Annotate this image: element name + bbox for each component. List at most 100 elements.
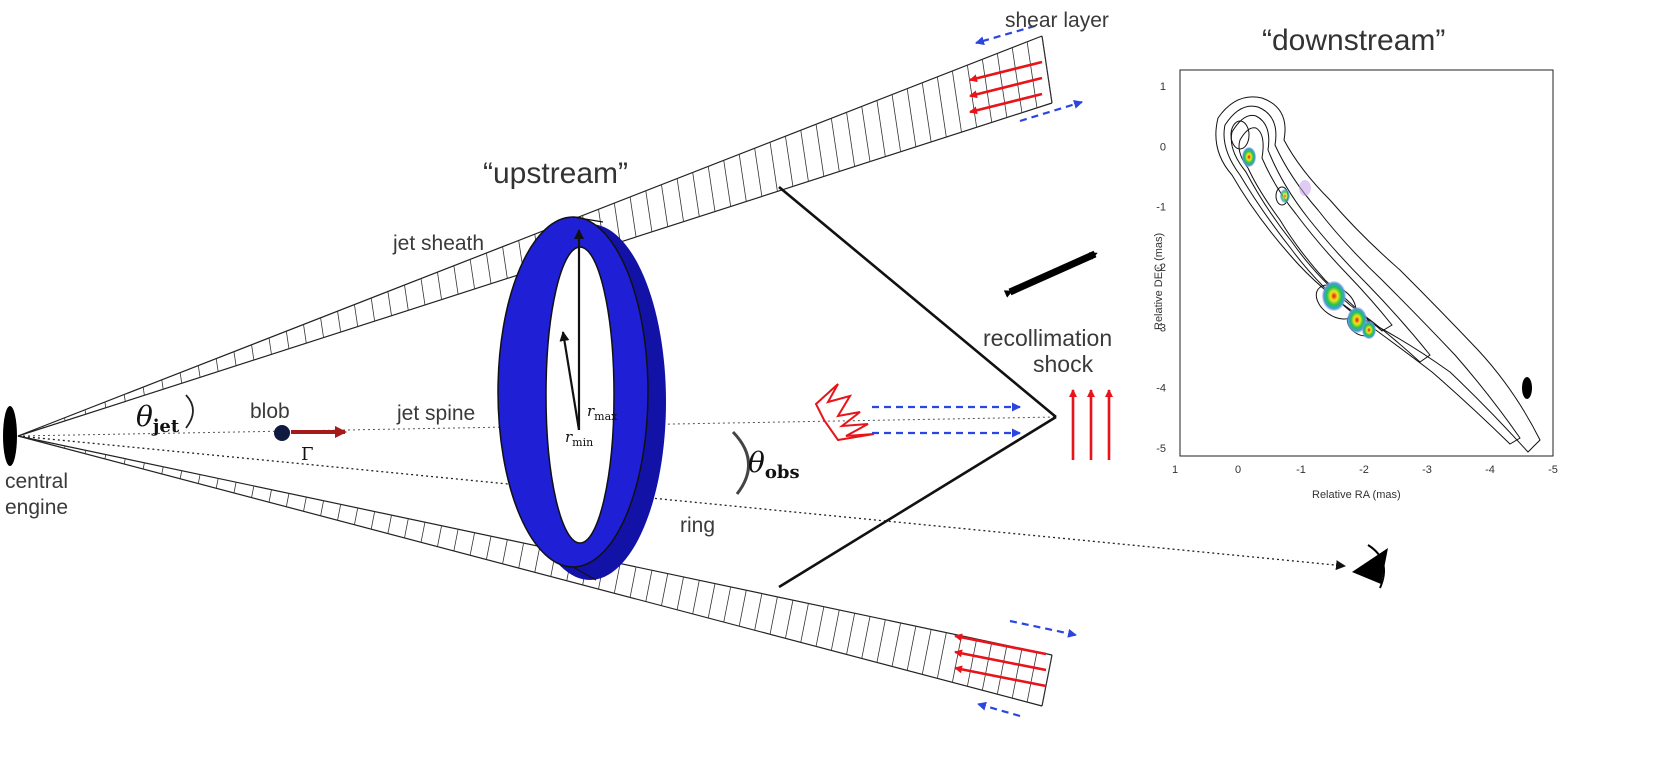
- sheath-segment: [354, 507, 359, 525]
- sheath-segment: [738, 590, 747, 627]
- sheath-segment: [785, 600, 794, 639]
- line-of-sight: [17, 435, 1346, 571]
- sheath-segment: [661, 573, 669, 606]
- label-central: central: [5, 470, 68, 493]
- sheath-segment: [320, 500, 324, 516]
- blue-dashed-arrows-center: [872, 402, 1021, 438]
- sheath-segment: [769, 596, 778, 635]
- sheath-segment: [387, 515, 392, 534]
- sheath-segment: [830, 118, 840, 172]
- sheath-segment: [800, 603, 809, 643]
- sheath-segment: [754, 148, 763, 197]
- sheath-segment: [629, 566, 637, 598]
- sheath-segment: [437, 525, 442, 547]
- sheath-segment: [104, 401, 107, 408]
- sheath-segment: [104, 454, 107, 459]
- sheath-segment: [629, 196, 637, 238]
- sheath-segment: [179, 470, 183, 479]
- inset-y-tick: -5: [1156, 443, 1166, 455]
- inset-hotspot: [1322, 281, 1346, 311]
- sheath-segment: [469, 259, 475, 290]
- sheath-segment: [123, 394, 126, 402]
- sheath-segment: [676, 576, 684, 610]
- sheath-segment: [996, 645, 1008, 695]
- sheath-segment: [420, 278, 426, 305]
- sheath-segment: [233, 351, 237, 366]
- sheath-segment: [723, 586, 732, 623]
- sheath-segment: [1041, 35, 1053, 104]
- inset-x-tick: 1: [1172, 464, 1178, 476]
- jet-spine-line: [17, 416, 1057, 437]
- sheath-segment: [486, 536, 492, 560]
- sheath-segment: [502, 246, 508, 279]
- sheath-segment: [453, 529, 459, 551]
- sheath-segment: [613, 563, 621, 594]
- sheath-segment: [215, 358, 219, 372]
- sheath-segment: [996, 53, 1008, 118]
- inset-beam: [1522, 377, 1532, 399]
- sheath-segment: [692, 580, 700, 614]
- sheath-segment: [921, 82, 932, 142]
- sheath-segment: [387, 291, 392, 316]
- sheath-segment: [661, 184, 669, 227]
- ring: [497, 216, 666, 581]
- inset-y-label: Relative DEC (mas): [1153, 233, 1165, 330]
- sheath-segment: [951, 70, 962, 133]
- sheath-segment: [84, 450, 87, 454]
- sheath-segment: [142, 387, 145, 396]
- inset-y-tick: -1: [1156, 202, 1166, 214]
- sheath-segment: [320, 317, 324, 338]
- inset-hotspot: [1242, 147, 1256, 167]
- sheath-segment: [1011, 648, 1023, 699]
- inset-hotspot: [1362, 321, 1376, 339]
- sheath-segment: [420, 522, 426, 543]
- sheath-segment: [518, 543, 524, 569]
- sheath-segment: [1011, 47, 1023, 113]
- sheath-segment: [891, 622, 902, 667]
- sheath-segment: [337, 504, 342, 521]
- inset-x-tick: -1: [1296, 464, 1306, 476]
- label-theta-obs: θobs: [748, 446, 800, 483]
- central-engine-shape: [3, 406, 17, 466]
- inset-hotspot: [1280, 189, 1290, 203]
- sheath-segment: [370, 511, 376, 530]
- sheath-segment: [936, 76, 947, 138]
- sheath-segment: [251, 485, 255, 498]
- blob: [274, 425, 290, 441]
- label-ring: ring: [680, 514, 715, 537]
- inset-y-ticks: 10-1-2-3-4-5: [1156, 81, 1166, 455]
- sheath-segment: [197, 474, 201, 484]
- inset-x-tick: 0: [1235, 464, 1241, 476]
- sheath-segment: [891, 94, 902, 152]
- inset-y-tick: 0: [1160, 141, 1166, 153]
- sheath-segment: [738, 154, 747, 202]
- sheath-segment: [285, 331, 290, 349]
- sheath-segment: [676, 178, 684, 222]
- label-gamma: Γ: [301, 444, 314, 465]
- sheath-segment: [936, 632, 947, 679]
- sheath-segment: [251, 344, 255, 361]
- sheath-segment: [815, 606, 825, 647]
- label-recollimation: recollimation: [983, 325, 1112, 351]
- sheath-segment: [966, 638, 978, 687]
- sheath-segment: [769, 142, 778, 192]
- inset-x-tick: -2: [1359, 464, 1369, 476]
- sheath-segment: [370, 297, 376, 322]
- inset-x-tick: -4: [1485, 464, 1495, 476]
- sheath-segment: [876, 100, 886, 157]
- r-min-arrow: [559, 331, 581, 431]
- sheath-segment: [876, 619, 886, 663]
- sheath-segment: [723, 160, 732, 207]
- label-engine: engine: [5, 496, 68, 519]
- sheath-segment: [1026, 651, 1038, 703]
- sheath-segment: [84, 409, 87, 415]
- sheath-segment: [285, 493, 290, 507]
- sheath-segment: [645, 190, 653, 232]
- sheath-segment: [534, 546, 541, 573]
- sheath-segment: [486, 252, 492, 284]
- theta-obs-arc: [731, 430, 751, 495]
- inset-x-label: Relative RA (mas): [1312, 489, 1401, 501]
- sheath-segment: [233, 482, 237, 494]
